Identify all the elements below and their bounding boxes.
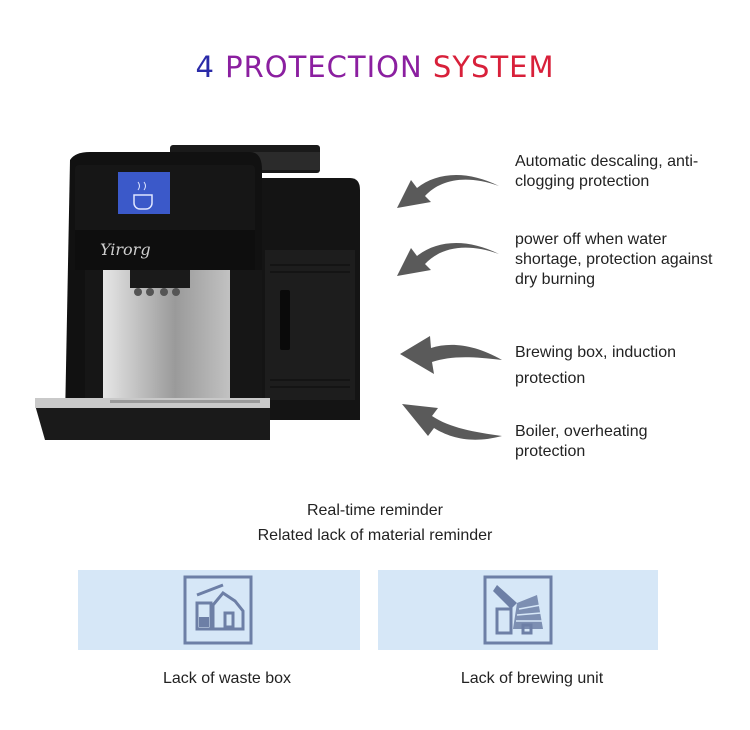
title-word-protection: PROTECTION (225, 50, 423, 84)
caption-waste-box: Lack of waste box (162, 670, 292, 687)
coffee-machine-image: Yirorg (35, 145, 360, 440)
brewing-unit-icon (483, 575, 553, 645)
feature-boiler: Boiler, overheating protection (515, 423, 648, 460)
title-number: 4 (195, 50, 215, 84)
waste-box-panel (78, 570, 360, 650)
title-word-system: SYSTEM (432, 50, 555, 84)
caption-brewing-unit: Lack of brewing unit (460, 670, 604, 687)
waste-box-icon (183, 575, 253, 645)
brand-logo-text: Yirorg (100, 240, 151, 259)
reminder-line-2: Related lack of material reminder (257, 527, 493, 544)
feature-water-shortage: power off when water shortage, protectio… (515, 231, 713, 288)
arrow-icon (397, 242, 499, 276)
arrow-icon (397, 174, 499, 208)
feature-brewing-box: Brewing box, induction protection (515, 344, 676, 387)
arrow-icon (400, 336, 502, 374)
page-title: 4 PROTECTION SYSTEM (0, 50, 750, 84)
reminder-line-1: Real-time reminder (306, 502, 444, 519)
brewing-unit-panel (378, 570, 658, 650)
arrow-icon (402, 404, 502, 440)
feature-descaling: Automatic descaling, anti-clogging prote… (515, 153, 699, 190)
